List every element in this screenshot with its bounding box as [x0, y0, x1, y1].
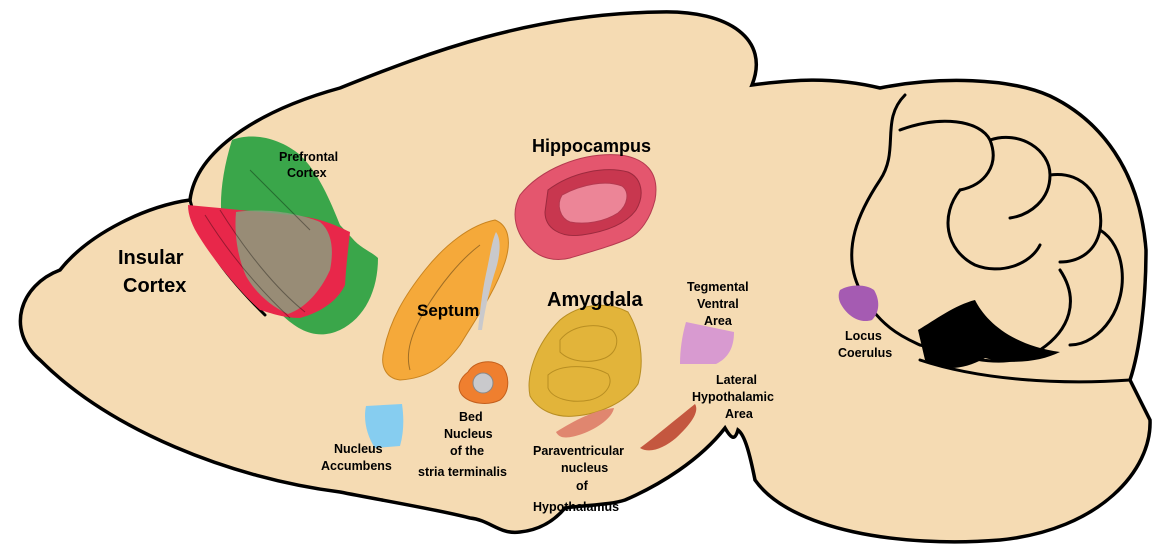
label-septum: Septum [417, 301, 479, 320]
svg-text:of the: of the [450, 444, 484, 458]
svg-text:Area: Area [704, 314, 733, 328]
svg-text:Lateral: Lateral [716, 373, 757, 387]
svg-text:Hypothalamic: Hypothalamic [692, 390, 774, 404]
svg-text:Cortex: Cortex [123, 275, 186, 297]
label-amygdala: Amygdala [547, 289, 643, 311]
label-hippocampus: Hippocampus [532, 136, 651, 156]
svg-text:Ventral: Ventral [697, 297, 739, 311]
svg-text:Nucleus: Nucleus [334, 442, 383, 456]
bed-nucleus-core [473, 373, 493, 393]
svg-text:Tegmental: Tegmental [687, 280, 749, 294]
svg-text:Coerulus: Coerulus [838, 346, 892, 360]
svg-text:Cortex: Cortex [287, 166, 327, 180]
svg-text:Area: Area [725, 407, 754, 421]
svg-text:nucleus: nucleus [561, 461, 608, 475]
svg-text:Locus: Locus [845, 329, 882, 343]
svg-text:Accumbens: Accumbens [321, 459, 392, 473]
svg-text:Insular: Insular [118, 247, 184, 269]
svg-text:stria terminalis: stria terminalis [418, 465, 507, 479]
svg-text:Nucleus: Nucleus [444, 427, 493, 441]
svg-text:Hypothalamus: Hypothalamus [533, 500, 619, 514]
svg-text:Paraventricular: Paraventricular [533, 444, 624, 458]
svg-text:Bed: Bed [459, 410, 483, 424]
svg-text:Prefrontal: Prefrontal [279, 150, 338, 164]
svg-text:of: of [576, 479, 589, 493]
